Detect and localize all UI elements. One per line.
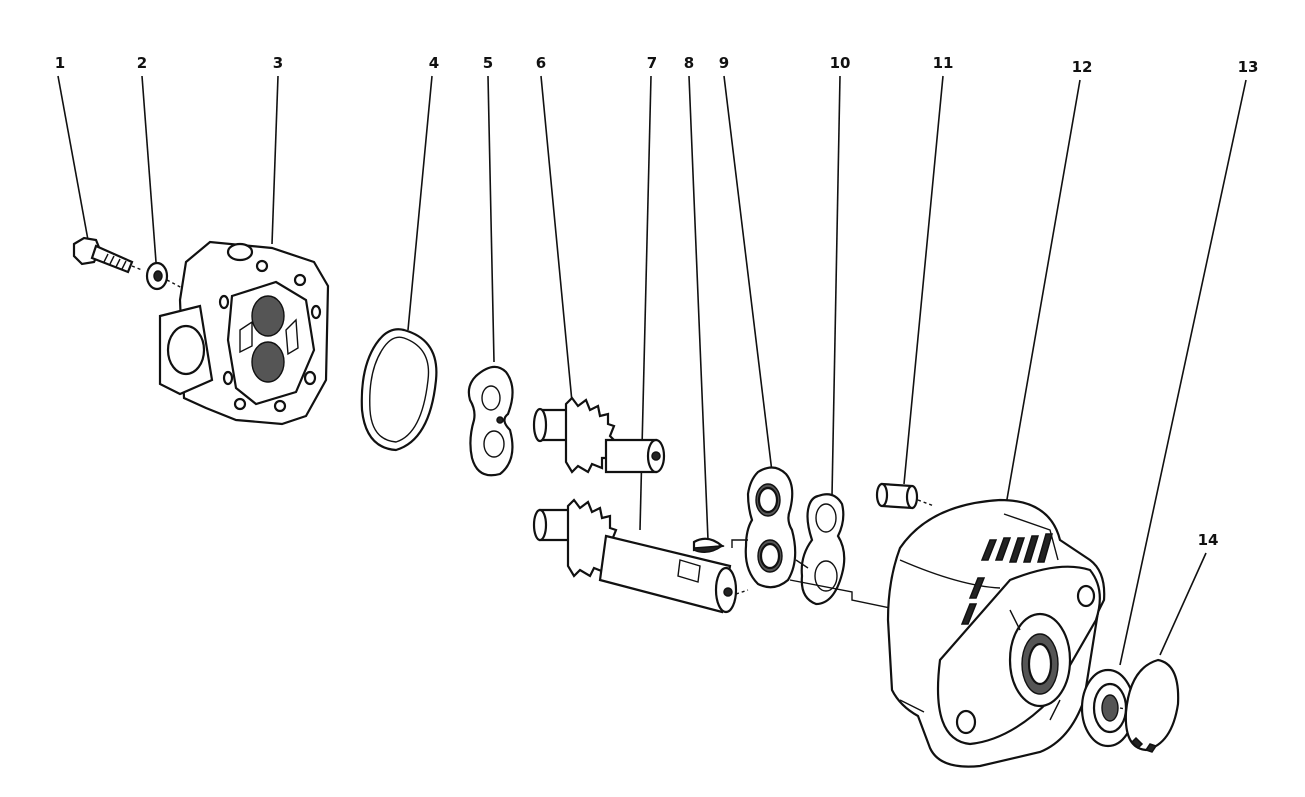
part-13-shaft-seal xyxy=(1080,668,1141,748)
leader-5 xyxy=(487,75,495,363)
leader-11 xyxy=(903,75,944,485)
leader-14 xyxy=(1159,552,1207,656)
part-7-drive-gear xyxy=(532,498,749,614)
part-4-o-ring xyxy=(360,328,438,452)
leader-4 xyxy=(407,75,433,331)
leader-13 xyxy=(1119,79,1247,666)
callout-10: 10 xyxy=(830,54,851,72)
callout-3: 3 xyxy=(273,54,283,72)
callout-5: 5 xyxy=(483,54,493,72)
part-8-key xyxy=(692,537,725,553)
part-2-washer xyxy=(145,261,187,291)
callout-4: 4 xyxy=(429,54,439,72)
part-3-end-cover xyxy=(158,240,330,426)
leader-12 xyxy=(1005,79,1081,506)
part-1-bolt xyxy=(72,236,143,274)
leader-3 xyxy=(271,75,279,245)
leader-10 xyxy=(831,75,841,497)
alignment-lines xyxy=(731,539,891,609)
part-6-driven-gear xyxy=(532,396,666,474)
callout-14: 14 xyxy=(1198,531,1219,549)
callout-6: 6 xyxy=(536,54,546,72)
part-12-housing xyxy=(886,498,1106,768)
part-5-seal-plate xyxy=(467,365,514,477)
callout-2: 2 xyxy=(137,54,147,72)
part-14-retaining-ring xyxy=(1124,658,1180,753)
callout-7: 7 xyxy=(647,54,657,72)
callout-1: 1 xyxy=(55,54,65,72)
leader-9 xyxy=(723,75,773,473)
leader-2 xyxy=(141,75,157,263)
leader-1 xyxy=(57,75,89,241)
callout-12: 12 xyxy=(1072,58,1093,76)
callout-numbers: 1 2 3 4 5 6 7 8 9 10 11 12 13 14 xyxy=(55,54,1259,549)
callout-9: 9 xyxy=(719,54,729,72)
part-9-wear-plate xyxy=(744,466,797,589)
callout-11: 11 xyxy=(933,54,954,72)
callout-13: 13 xyxy=(1238,58,1259,76)
leader-8 xyxy=(688,75,709,541)
part-11-dowel-pin xyxy=(875,482,935,510)
part-10-gasket xyxy=(800,493,846,606)
leader-6 xyxy=(540,75,573,403)
callout-8: 8 xyxy=(684,54,694,72)
